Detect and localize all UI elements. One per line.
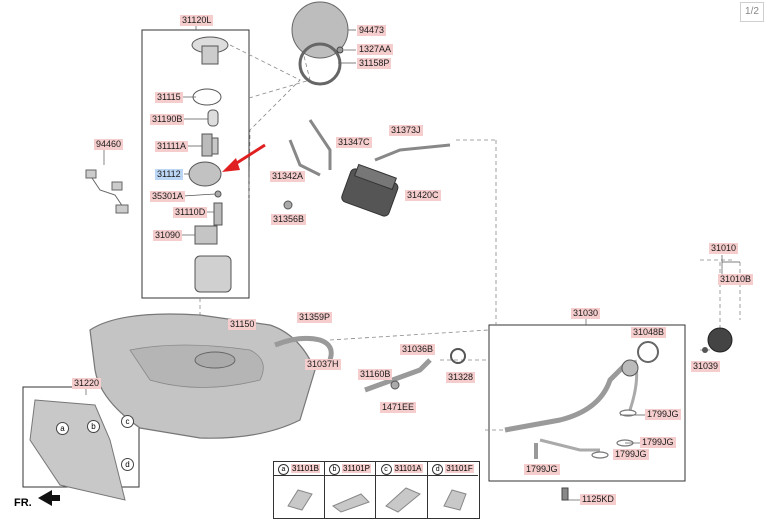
highlight-arrow: [222, 143, 266, 172]
pad-b-icon: [332, 493, 370, 513]
part-31115[interactable]: 31115: [155, 92, 183, 103]
part-1799JG[interactable]: 1799JG: [640, 437, 676, 448]
pad-d-icon: [443, 489, 467, 511]
legend-letter: d: [432, 464, 444, 475]
front-direction-label: FR.: [14, 497, 32, 509]
part-31037H[interactable]: 31037H: [305, 359, 341, 370]
part-1799JG[interactable]: 1799JG: [613, 449, 649, 460]
part-1799JG[interactable]: 1799JG: [524, 464, 560, 475]
part-35301A[interactable]: 35301A: [150, 191, 186, 202]
part-1327AA[interactable]: 1327AA: [357, 44, 394, 55]
part-31328[interactable]: 31328: [446, 372, 476, 383]
pump-assembly-box: [141, 29, 250, 299]
legend-letter: b: [329, 464, 340, 475]
legend-letter: a: [278, 464, 289, 475]
part-31036B[interactable]: 31036B: [400, 344, 436, 355]
part-31158P[interactable]: 31158P: [357, 58, 392, 69]
front-arrow-icon: [38, 490, 60, 506]
part-31048B[interactable]: 31048B: [631, 327, 667, 338]
part-31010[interactable]: 31010: [709, 243, 739, 254]
part-94473[interactable]: 94473: [357, 25, 387, 36]
part-94460[interactable]: 94460: [94, 139, 124, 150]
callout-b: b: [87, 420, 100, 433]
legend-letter: c: [380, 464, 392, 475]
part-31090[interactable]: 31090: [153, 230, 183, 241]
legend-code: 31101P: [342, 464, 371, 473]
legend-code: 31101F: [445, 464, 474, 473]
part-31359P[interactable]: 31359P: [297, 312, 333, 323]
part-31010B[interactable]: 31010B: [718, 274, 754, 285]
part-31150[interactable]: 31150: [228, 319, 257, 330]
part-31111A[interactable]: 31111A: [155, 141, 189, 152]
part-31356B[interactable]: 31356B: [271, 214, 307, 225]
part-31160B[interactable]: 31160B: [358, 369, 393, 380]
filler-neck-box: [488, 324, 686, 482]
pad-c-icon: [385, 487, 421, 513]
callout-a: a: [56, 422, 69, 435]
part-31110D[interactable]: 31110D: [173, 207, 208, 218]
part-31347C[interactable]: 31347C: [336, 137, 372, 148]
part-31420C[interactable]: 31420C: [405, 190, 441, 201]
part-31112[interactable]: 31112: [155, 169, 183, 180]
pad-a-icon: [287, 489, 313, 511]
part-31373J[interactable]: 31373J: [389, 125, 423, 136]
page-indicator[interactable]: 1/2: [740, 2, 764, 22]
part-31220[interactable]: 31220: [72, 378, 102, 389]
callout-c: c: [121, 415, 134, 428]
part-31030[interactable]: 31030: [571, 308, 601, 319]
legend-code: 31101B: [291, 464, 320, 473]
part-31120L[interactable]: 31120L: [180, 15, 214, 26]
part-1125KD[interactable]: 1125KD: [580, 494, 616, 505]
part-1799JG[interactable]: 1799JG: [645, 409, 681, 420]
part-1471EE[interactable]: 1471EE: [380, 402, 417, 413]
callout-d: d: [121, 458, 134, 471]
part-31039[interactable]: 31039: [691, 361, 721, 372]
part-31342A[interactable]: 31342A: [270, 171, 306, 182]
part-31190B[interactable]: 31190B: [150, 114, 185, 125]
legend-code: 31101A: [393, 464, 423, 473]
